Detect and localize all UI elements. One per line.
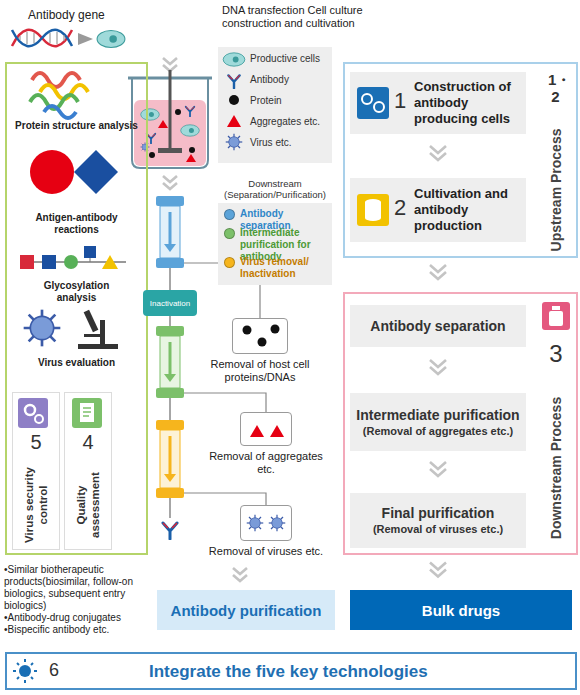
flow-line (169, 316, 171, 326)
legend-text: Aggregates etc. (250, 116, 330, 128)
caption-text: DNA transfection Cell culture constructi… (222, 4, 364, 29)
process-box: Intermediate purification(Removal of agg… (350, 393, 526, 451)
node-text: Glycosylation analysis (27, 280, 126, 304)
flow-chevron (430, 563, 446, 577)
caption-text: Antibody gene (28, 8, 138, 22)
callout-box: Removal of aggregates etc. (240, 412, 292, 446)
summary-band: 6 Integrate the five key technologies (5, 652, 577, 690)
step-number: 5 (13, 431, 59, 454)
caption-text: Downstream (Separation/Purification) (218, 178, 332, 200)
step-number: 1 (394, 88, 406, 114)
node-text: Cultivation and antibody production (414, 186, 524, 234)
flow-chevron (430, 265, 446, 279)
dna-icon (12, 30, 125, 48)
node-text: Virus evaluation (13, 357, 140, 369)
node-text: Integrate the five key technologies (149, 662, 428, 682)
legend-text: Virus etc. (250, 137, 330, 149)
node-text: Construction of antibody producing cells (414, 79, 524, 127)
node-text: Protein structure analysis (13, 120, 140, 132)
inactivation-tank: Inactivation (143, 290, 197, 316)
technology-box: 4Quality assessment (64, 392, 112, 550)
node-text: (Removal of aggregates etc.) (363, 424, 513, 438)
callout-box: Removal of host cell proteins/DNAs (232, 318, 288, 354)
step-number: 1・2 (548, 72, 563, 105)
node-text: (Removal of viruses etc.) (373, 522, 503, 536)
legend-text: Protein (250, 95, 330, 107)
step-number: 3 (544, 340, 568, 368)
node-text: Upstream Process (548, 129, 564, 252)
node-text: Removal of viruses etc. (195, 545, 337, 558)
step-number: 6 (49, 660, 59, 681)
node-text: Virus security control (22, 462, 50, 548)
node-text: Antigen-antibody reactions (21, 212, 132, 236)
process-box: 1 Construction of antibody producing cell… (350, 72, 526, 134)
process-box: Final purification(Removal of viruses et… (350, 493, 526, 548)
node-text: Intermediate purification (356, 407, 519, 424)
legend-text: Productive cells (250, 53, 330, 65)
result-box: Antibody purification (157, 590, 335, 630)
node-text: Antibody separation (370, 318, 505, 335)
process-box: 2 Cultivation and antibody production (350, 178, 526, 242)
node-text: Inactivation (150, 299, 190, 308)
flow-chevron (430, 146, 446, 160)
bioreactor (128, 70, 212, 168)
callout-box: Removal of viruses etc. (240, 505, 292, 541)
node-text: Bulk drugs (422, 602, 500, 619)
flow-chevron (430, 462, 446, 476)
legend-text: Antibody (250, 74, 330, 86)
flow-chevron (163, 176, 177, 189)
process-box: Antibody separation (350, 305, 526, 347)
process-panel: 1・2Upstream Process 1 Construction of anti… (343, 62, 578, 258)
result-box: Bulk drugs (350, 590, 572, 630)
node-text: Final purification (382, 505, 495, 522)
callout-icons (243, 325, 286, 532)
step-number: 2 (394, 195, 406, 221)
legend-swatch (224, 257, 235, 268)
node-text: Quality assessment (74, 462, 102, 548)
note-text: •Bispecific antibody etc. (4, 624, 154, 636)
node-text: Downstream Process (548, 397, 564, 539)
node-text: Removal of aggregates etc. (199, 450, 333, 476)
flow-chevron (233, 568, 247, 581)
flow-chevron (163, 58, 177, 71)
technology-box: 5Virus security control (12, 392, 60, 550)
legend-swatch (224, 209, 235, 220)
note-text: •Similar biotherapeutic products(biosimi… (4, 564, 154, 612)
flow-chevron (430, 360, 446, 374)
legend-text: Virus removal/ Inactivation (240, 256, 330, 280)
note-text: •Antibody-drug conjugates (4, 612, 154, 624)
virus-removal-column (156, 420, 266, 539)
legend-swatch (224, 228, 235, 239)
process-panel: 3Downstream Process Antibody separationIn… (343, 292, 578, 555)
step-number: 4 (65, 431, 111, 454)
node-text: Antibody purification (171, 602, 322, 619)
legend-ground (218, 47, 332, 285)
technology-panel: Protein structure analysisAntigen-antibo… (5, 62, 148, 555)
node-text: Removal of host cell proteins/DNAs (191, 358, 329, 384)
